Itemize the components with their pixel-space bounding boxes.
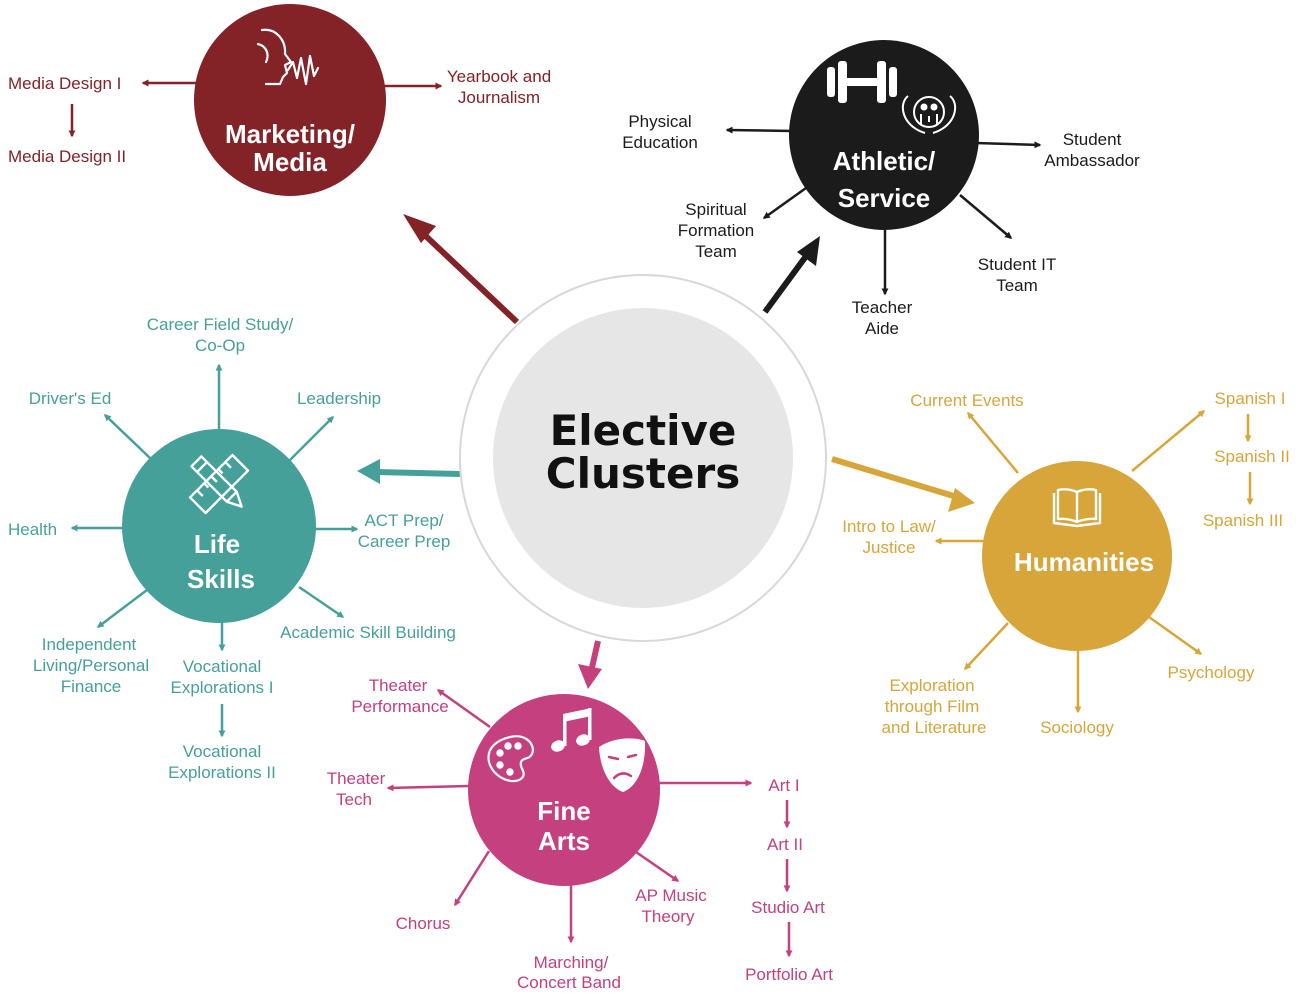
fine-arts-title-line2: Arts — [538, 826, 590, 856]
palette-icon — [487, 735, 534, 783]
cluster-humanities: Humanities Current Events Spanish I Span… — [842, 389, 1290, 737]
course-media-design-1: Media Design I — [8, 74, 121, 93]
course-spiritual-formation-line3: Team — [695, 242, 737, 261]
ruler-pencil-icon — [188, 453, 250, 515]
speaking-head-soundwave-icon — [256, 28, 320, 86]
humanities-title: Humanities — [1014, 547, 1154, 577]
hub-arrow-humanities — [831, 456, 961, 501]
course-art-1: Art I — [768, 776, 799, 795]
course-health: Health — [8, 520, 57, 539]
marketing-title-line1: Marketing/ — [225, 119, 355, 149]
life-skills-circle — [122, 429, 316, 623]
course-drivers-ed: Driver's Ed — [29, 389, 112, 408]
course-psychology: Psychology — [1168, 663, 1255, 682]
cluster-marketing: Marketing/ Media Media Design I Media De… — [8, 4, 551, 196]
hub-title-line1: Elective — [550, 406, 737, 455]
course-independent-living-line3: Finance — [61, 677, 121, 696]
hub-arrow-athletic — [762, 246, 815, 314]
cluster-athletic: Athletic/ Service Physical Education Stu… — [622, 40, 1140, 338]
course-career-field-study-line2: Co-Op — [195, 336, 245, 355]
course-exploration-film-line3: and Literature — [882, 718, 987, 737]
humanities-circle — [982, 461, 1172, 651]
hub-inner-circle — [493, 308, 793, 608]
course-spiritual-formation-line2: Formation — [678, 221, 755, 240]
hub-title-line2: Clusters — [546, 449, 740, 498]
fine-arts-course-arrows — [386, 688, 793, 958]
course-marching-band-line1: Marching/ — [534, 953, 609, 972]
course-independent-living-line2: Living/Personal — [33, 656, 149, 675]
course-portfolio-art: Portfolio Art — [745, 965, 833, 984]
hub-arrows — [357, 214, 975, 689]
hub: Elective Clusters — [459, 274, 827, 642]
athletic-course-arrows — [725, 126, 1042, 296]
course-student-ambassador-line2: Ambassador — [1044, 151, 1140, 170]
course-theater-tech-line1: Theater — [327, 769, 386, 788]
athletic-title-line1: Athletic/ — [833, 146, 936, 176]
course-yearbook-line2: Journalism — [458, 88, 540, 107]
life-skills-title-line1: Life — [194, 529, 240, 559]
hub-arrow-fine-arts — [588, 640, 601, 673]
course-theater-performance-line1: Theater — [369, 676, 428, 695]
cluster-fine-arts: Fine Arts Theater Performance Theater Te… — [327, 676, 834, 992]
course-media-design-2: Media Design II — [8, 147, 126, 166]
hub-arrow-life-skills — [373, 469, 461, 477]
course-vocational-1-line2: Explorations I — [171, 678, 274, 697]
course-student-it-line1: Student IT — [978, 255, 1056, 274]
laurel-family-icon — [901, 95, 957, 134]
marketing-course-arrows — [68, 79, 443, 138]
humanities-course-arrows — [934, 410, 1254, 714]
life-skills-title-line2: Skills — [187, 564, 255, 594]
marketing-title-line2: Media — [253, 147, 327, 177]
marketing-circle — [194, 4, 386, 196]
course-act-prep-line2: Career Prep — [358, 532, 451, 551]
course-marching-band-line2: Concert Band — [517, 973, 621, 991]
course-teacher-aide-line1: Teacher — [852, 298, 913, 317]
course-act-prep-line1: ACT Prep/ — [364, 511, 443, 530]
course-exploration-film-line2: through Film — [885, 697, 979, 716]
course-exploration-film-line1: Exploration — [889, 676, 974, 695]
course-yearbook-line1: Yearbook and — [447, 67, 551, 86]
course-theater-tech-line2: Tech — [336, 790, 372, 809]
course-leadership: Leadership — [297, 389, 381, 408]
course-student-ambassador-line1: Student — [1063, 130, 1122, 149]
life-skills-course-arrows — [70, 363, 359, 738]
dumbbell-icon — [827, 61, 897, 103]
course-teacher-aide-line2: Aide — [865, 319, 899, 338]
hub-arrow-marketing — [410, 221, 520, 325]
course-chorus: Chorus — [396, 914, 451, 933]
athletic-title-line2: Service — [838, 183, 931, 213]
fine-arts-title-line1: Fine — [537, 796, 590, 826]
course-sociology: Sociology — [1040, 718, 1114, 737]
cluster-life-skills: Life Skills Career Field Study/ Co-Op Dr… — [8, 315, 456, 782]
course-spanish-3: Spanish III — [1203, 511, 1283, 530]
theater-mask-icon — [599, 738, 646, 792]
course-current-events: Current Events — [910, 391, 1023, 410]
course-physical-education-line1: Physical — [628, 112, 691, 131]
course-spanish-1: Spanish I — [1215, 389, 1286, 408]
course-academic-skill: Academic Skill Building — [280, 623, 456, 642]
course-theater-performance-line2: Performance — [351, 697, 448, 716]
course-independent-living-line1: Independent — [42, 635, 137, 654]
course-spanish-2: Spanish II — [1214, 447, 1290, 466]
open-book-icon — [1052, 488, 1102, 528]
course-vocational-2-line2: Explorations II — [168, 763, 276, 782]
athletic-circle — [789, 40, 979, 230]
course-studio-art: Studio Art — [751, 898, 825, 917]
course-vocational-1-line1: Vocational — [183, 657, 261, 676]
course-ap-music-theory-line2: Theory — [642, 907, 695, 926]
course-spiritual-formation-line1: Spiritual — [685, 200, 746, 219]
course-intro-law-line2: Justice — [863, 538, 916, 557]
course-intro-law-line1: Intro to Law/ — [842, 517, 936, 536]
course-student-it-line2: Team — [996, 276, 1038, 295]
course-ap-music-theory-line1: AP Music — [635, 886, 707, 905]
course-physical-education-line2: Education — [622, 133, 698, 152]
course-art-2: Art II — [767, 835, 803, 854]
music-notes-icon — [551, 708, 592, 752]
course-career-field-study-line1: Career Field Study/ — [147, 315, 294, 334]
course-vocational-2-line1: Vocational — [183, 742, 261, 761]
